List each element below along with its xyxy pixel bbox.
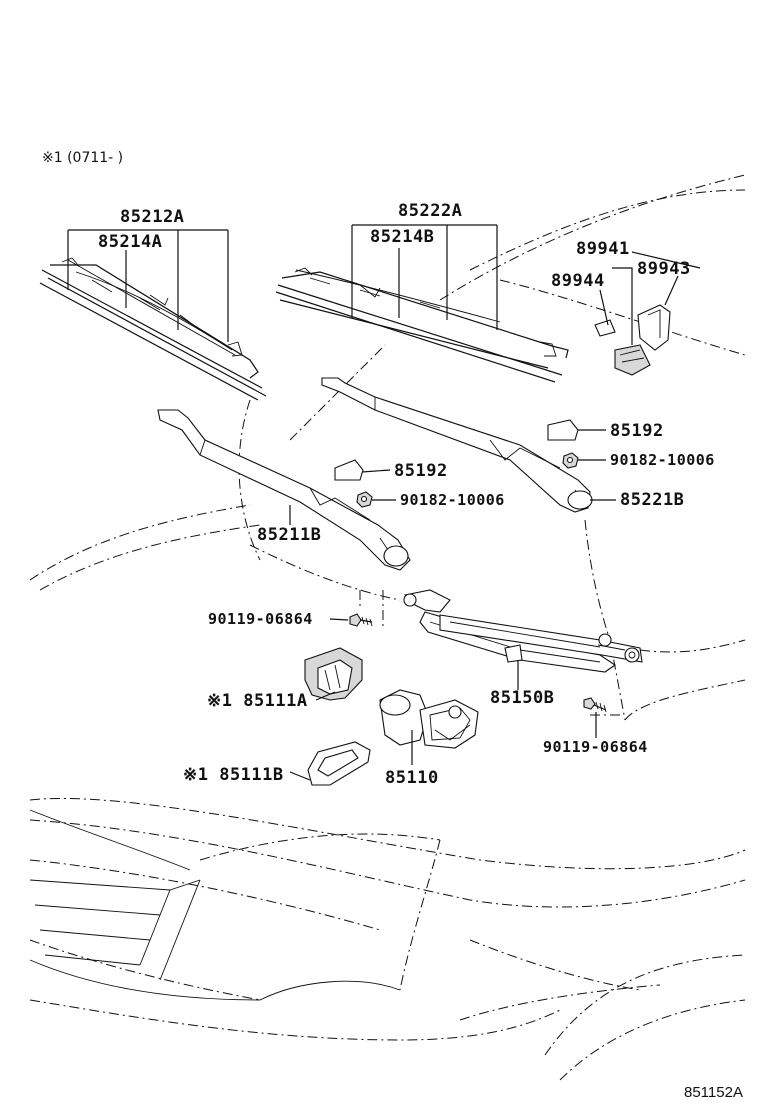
wiper-motor [379, 689, 479, 749]
applicability-note: ※1 (0711- ) [42, 150, 123, 166]
label-blade-set-right: 85222A [398, 201, 462, 221]
vehicle-outline [29, 174, 746, 1081]
wiper-blade-right [275, 267, 569, 383]
bolt-right-shape [583, 697, 607, 713]
label-motor: 85110 [385, 768, 439, 788]
label-cap-right: 85192 [610, 421, 664, 441]
label-arm-right: 85221B [620, 490, 684, 510]
label-blade-set-left: 85212A [120, 207, 184, 227]
wiper-arm-right [321, 377, 593, 513]
motor-cover-b [307, 741, 371, 786]
label-nozzle-small: 89944 [551, 271, 605, 291]
nut-right-shape [562, 452, 579, 469]
label-nozzle-cover: 89943 [637, 259, 691, 279]
label-blade-right: 85214B [370, 227, 434, 247]
label-nut-left: 90182-10006 [400, 491, 505, 509]
label-cap-left: 85192 [394, 461, 448, 481]
label-arm-left: 85211B [257, 525, 321, 545]
label-bolt-left: 90119-06864 [208, 610, 313, 628]
wiper-blade-left [39, 257, 267, 401]
figure-code: 851152A [684, 1084, 743, 1101]
cap-left-shape [334, 459, 364, 481]
cap-right-shape [547, 419, 579, 441]
label-link-assy: 85150B [490, 688, 554, 708]
label-cover-b: ※1 85111B [183, 765, 284, 785]
label-blade-left: 85214A [98, 232, 162, 252]
label-bolt-right: 90119-06864 [543, 738, 648, 756]
washer-nozzle-parts [594, 304, 671, 376]
label-nozzle-assy: 89941 [576, 239, 630, 259]
nut-left-shape [356, 491, 373, 508]
label-cover-a: ※1 85111A [207, 691, 308, 711]
motor-cover-a [304, 647, 363, 701]
wiper-link-assembly [403, 589, 643, 673]
bolt-left-shape [349, 613, 373, 627]
label-nut-right: 90182-10006 [610, 451, 715, 469]
wiper-arm-left [157, 409, 411, 571]
leader-lines [67, 224, 701, 781]
